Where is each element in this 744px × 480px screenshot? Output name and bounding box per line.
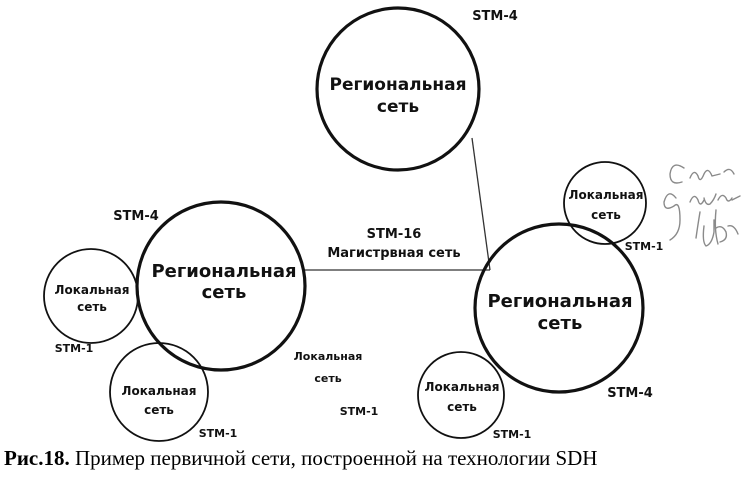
local-network-bottom-right: Локальная сеть bbox=[417, 351, 505, 439]
regional-network-top-label: Региональная bbox=[329, 75, 466, 95]
figure-caption-number: Рис.18. bbox=[4, 446, 70, 470]
regional-network-top-circle bbox=[315, 6, 481, 172]
local-network-bottom-left-sublabel: сеть bbox=[144, 403, 174, 417]
stm1-bottom-right-label: STM-1 bbox=[493, 428, 532, 441]
local-network-left: Локальная сеть bbox=[43, 248, 139, 344]
stm4-right-label: STM-4 bbox=[607, 386, 653, 401]
stm1-bottom-left-label: STM-1 bbox=[199, 427, 238, 440]
local-network-bottom-right-sublabel: сеть bbox=[447, 400, 477, 414]
local-network-middle-sublabel: сеть bbox=[314, 372, 341, 385]
local-network-top-right: Локальная сеть bbox=[563, 161, 647, 245]
local-network-bottom-left-label: Локальная bbox=[122, 384, 197, 398]
regional-network-top: Региональная сеть bbox=[315, 6, 481, 172]
local-network-left-sublabel: сеть bbox=[77, 300, 107, 314]
figure-caption-text: Пример первичной сети, построенной на те… bbox=[69, 446, 598, 470]
local-network-middle-label: Локальная bbox=[294, 350, 363, 363]
local-network-left-circle bbox=[43, 248, 139, 344]
regional-network-right-sublabel: сеть bbox=[538, 313, 583, 334]
local-network-top-right-sublabel: сеть bbox=[591, 208, 621, 222]
stm4-left-label: STM-4 bbox=[113, 209, 159, 224]
stm1-left-label: STM-1 bbox=[55, 342, 94, 355]
backbone-network-label: Магистрвная сеть bbox=[327, 246, 460, 261]
local-network-top-right-circle bbox=[563, 161, 647, 245]
local-network-bottom-left-circle bbox=[109, 342, 209, 442]
stm4-top-label: STM-4 bbox=[472, 9, 518, 24]
local-network-top-right-label: Локальная bbox=[569, 188, 644, 202]
stm1-top-right-label: STM-1 bbox=[625, 240, 664, 253]
stm16-label: STM-16 bbox=[367, 227, 422, 242]
regional-network-left-sublabel: сеть bbox=[202, 282, 247, 303]
regional-network-right-circle bbox=[473, 222, 645, 394]
regional-network-left: Региональная сеть bbox=[135, 200, 307, 372]
regional-network-right: Региональная сеть bbox=[473, 222, 645, 394]
regional-network-right-label: Региональная bbox=[487, 291, 632, 312]
figure-caption: Рис.18. Пример первичной сети, построенн… bbox=[4, 446, 740, 471]
regional-network-top-sublabel: сеть bbox=[377, 97, 419, 117]
local-network-bottom-right-label: Локальная bbox=[425, 380, 500, 394]
local-network-bottom-right-circle bbox=[417, 351, 505, 439]
local-network-bottom-left: Локальная сеть bbox=[109, 342, 209, 442]
regional-network-left-label: Региональная bbox=[151, 261, 296, 282]
handwritten-annotation bbox=[663, 164, 741, 247]
link-top-to-right bbox=[471, 137, 491, 271]
local-network-middle: Локальная сеть bbox=[294, 350, 363, 385]
local-network-left-label: Локальная bbox=[55, 283, 130, 297]
stm1-middle-label: STM-1 bbox=[340, 405, 379, 418]
